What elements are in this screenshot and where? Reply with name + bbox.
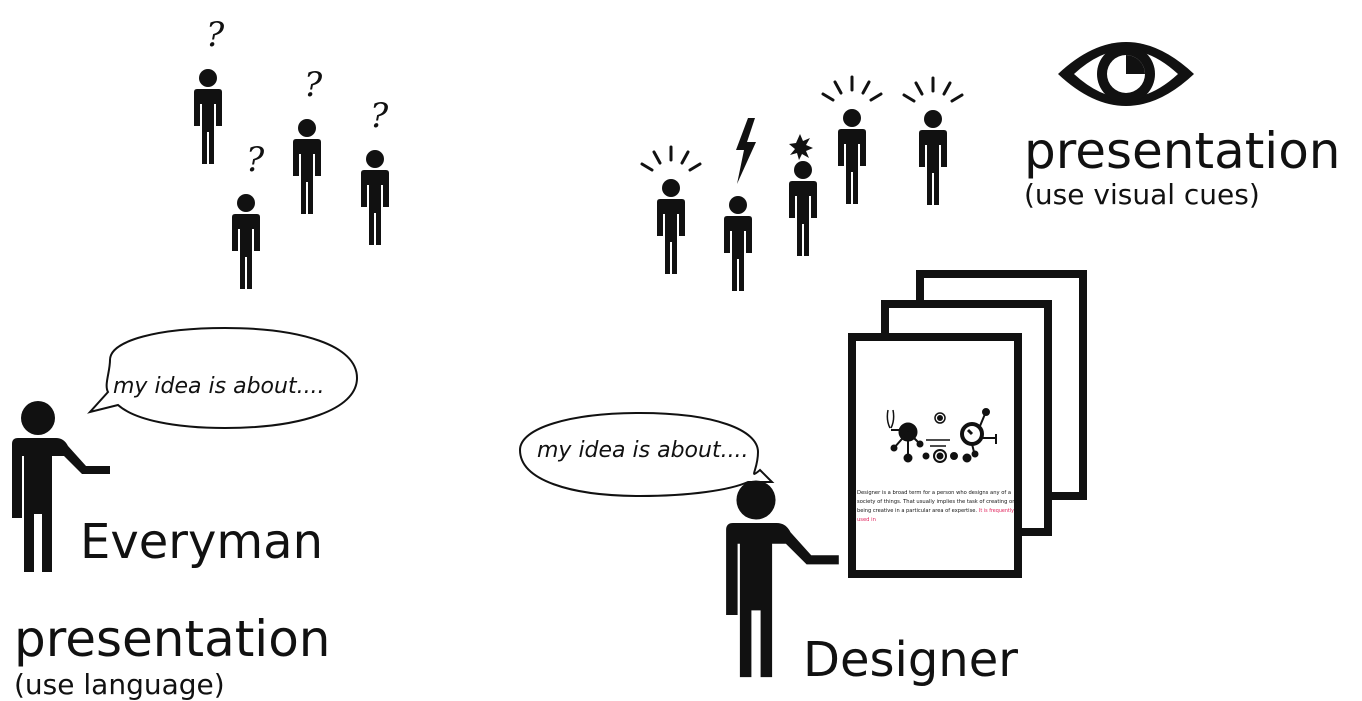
lightning-icon bbox=[736, 118, 756, 184]
document-text-line: society of things. That usually implies … bbox=[857, 499, 1021, 505]
spark-icon bbox=[789, 134, 813, 160]
question-mark: ? bbox=[304, 65, 323, 105]
excitement-rays bbox=[640, 145, 702, 172]
audience-member bbox=[838, 109, 866, 204]
presentation-subtitle-left: (use language) bbox=[14, 668, 225, 701]
excitement-rays bbox=[902, 76, 964, 103]
document-text-line: being creative in a particular area of e… bbox=[857, 508, 977, 514]
presentation-subtitle-right: (use visual cues) bbox=[1024, 178, 1260, 211]
audience-member bbox=[232, 194, 260, 289]
audience-member bbox=[361, 150, 389, 245]
designer-label: Designer bbox=[803, 632, 1018, 688]
audience-member bbox=[293, 119, 321, 214]
question-mark: ? bbox=[370, 96, 389, 136]
document-stack: Designer is a broad term for a person wh… bbox=[848, 270, 1087, 578]
designer-speech-bubble: my idea is about.... bbox=[518, 411, 775, 498]
document-body-text: Designer is a broad term for a person wh… bbox=[857, 490, 1021, 523]
document-text-highlight: It is frequently bbox=[979, 508, 1014, 514]
excitement-rays bbox=[821, 75, 883, 102]
audience-member bbox=[919, 110, 947, 205]
presentation-title-right: presentation bbox=[1024, 122, 1340, 180]
question-mark: ? bbox=[246, 140, 265, 180]
bubble-text: my idea is about.... bbox=[113, 374, 325, 399]
presentation-title-left: presentation bbox=[14, 610, 330, 668]
audience-member bbox=[789, 161, 817, 256]
document-infographic bbox=[886, 408, 997, 463]
everyman-speech-bubble: my idea is about.... bbox=[87, 326, 359, 430]
audience-member bbox=[657, 179, 685, 274]
document-text-line: Designer is a broad term for a person wh… bbox=[857, 490, 1011, 496]
document-text-highlight: used in bbox=[857, 517, 876, 523]
bubble-text: my idea is about.... bbox=[537, 438, 749, 463]
question-mark: ? bbox=[206, 15, 225, 55]
audience-member bbox=[194, 69, 222, 164]
audience-member bbox=[724, 196, 752, 291]
confused-audience: ? ? ? ? bbox=[194, 15, 389, 289]
engaged-audience bbox=[640, 75, 964, 291]
everyman-label: Everyman bbox=[80, 514, 323, 570]
eye-icon bbox=[1058, 42, 1194, 106]
